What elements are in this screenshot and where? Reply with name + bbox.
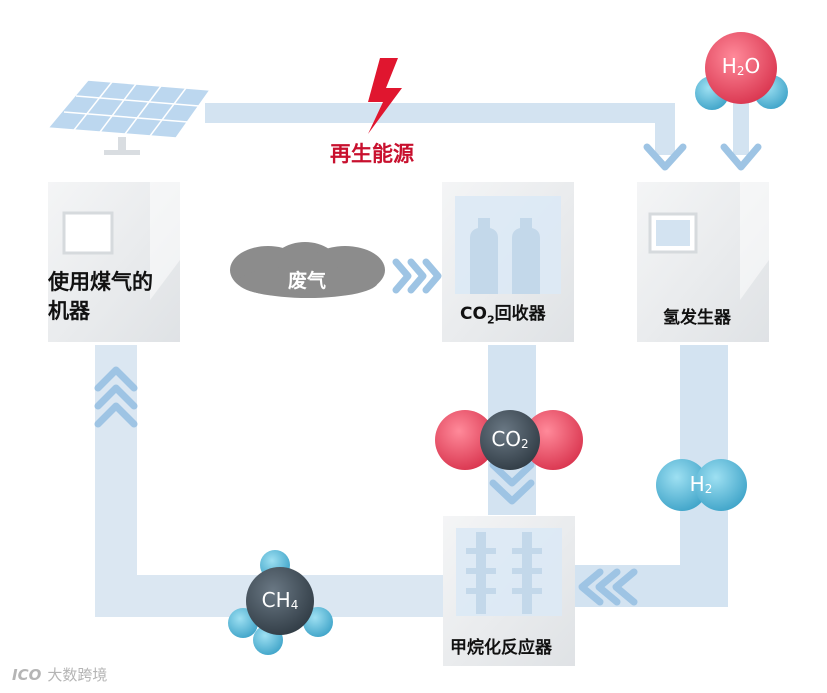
arrow-top-down — [643, 143, 687, 171]
arrow-co2-down-1 — [489, 461, 535, 487]
arrow-water-down — [720, 143, 762, 171]
water-molecule — [695, 32, 788, 110]
coal-gas-machine-label-line1: 使用煤气的 — [48, 270, 153, 294]
watermark: ICO 大数跨境 — [12, 664, 107, 685]
pipe-top-down — [655, 103, 675, 155]
arrow-left-up-1 — [94, 366, 138, 392]
co2-formula: CO2 — [491, 427, 529, 451]
arrows — [94, 143, 762, 606]
arrow-left-up-2 — [94, 384, 138, 410]
water-formula: H2O — [721, 54, 761, 78]
renewable-energy-label: 再生能源 — [330, 142, 414, 166]
box-methanation-reactor — [443, 516, 575, 666]
pipe-water — [733, 103, 749, 155]
hydrogen-molecule — [656, 459, 747, 511]
co2-molecule — [435, 410, 583, 470]
methanation-reactor-label: 甲烷化反应器 — [450, 638, 552, 658]
hydrogen-formula: H2 — [689, 472, 713, 496]
lightning-bolt-icon — [368, 58, 402, 134]
coal-gas-machine-label-line2: 机器 — [48, 299, 90, 323]
arrow-exhaust-3 — [422, 258, 442, 294]
box-hydrogen-generator — [637, 182, 769, 342]
hydrogen-generator-label: 氢发生器 — [663, 308, 731, 328]
solar-panel-icon — [46, 79, 212, 155]
exhaust-gas-label: 废气 — [287, 270, 326, 292]
arrow-h2-left-1 — [578, 568, 604, 606]
box-co2-collector — [442, 182, 574, 342]
exhaust-cloud — [230, 242, 385, 298]
arrow-h2-left-2 — [595, 568, 621, 606]
pipe-top — [205, 103, 675, 123]
arrow-left-up-3 — [94, 402, 138, 428]
methane-formula: CH4 — [261, 588, 299, 612]
watermark-logo: ICO — [12, 666, 42, 684]
arrow-exhaust-2 — [407, 258, 427, 294]
box-coal-gas-machine — [48, 182, 180, 342]
methane-molecule — [228, 550, 333, 655]
arrow-co2-down-2 — [489, 479, 535, 505]
arrow-exhaust-1 — [392, 258, 412, 294]
watermark-text: 大数跨境 — [47, 666, 108, 684]
co2-collector-label: CO2回收器 — [460, 304, 546, 327]
arrow-h2-left-3 — [612, 568, 638, 606]
pipes — [95, 103, 749, 617]
